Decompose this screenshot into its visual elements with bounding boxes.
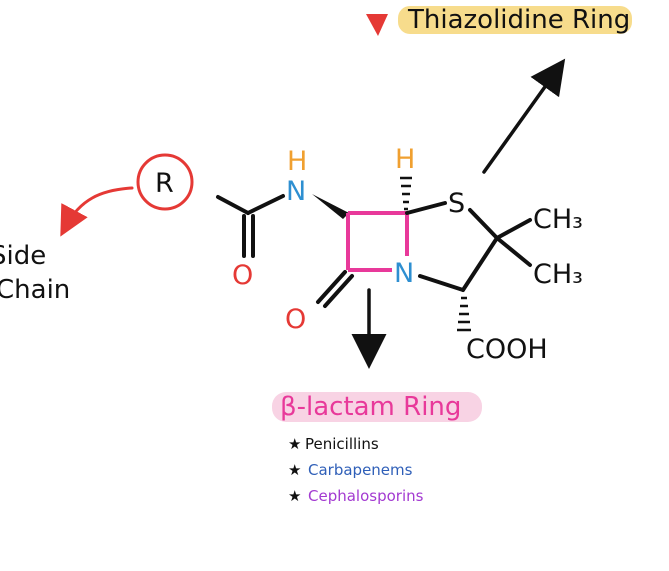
list-item-cephalosporins: Cephalosporins [308,487,424,505]
methyl-2: CH₃ [533,259,583,290]
hashed-bond-cooh [457,296,471,332]
list-item-penicillins: Penicillins [305,435,379,453]
list-item-carbapenems: Carbapenems [308,461,413,479]
thiazolidine-arrow [482,58,566,174]
side-chain-label-line1: Side [0,241,46,271]
amide-oxygen: O [232,260,253,291]
thiazolidine-ring-label: Thiazolidine Ring [407,5,630,35]
side-chain-label-line2: Chain [0,275,70,305]
bond-c-ch3-1 [495,218,532,240]
side-chain-arrow [60,186,134,237]
amide-hydrogen: H [287,146,307,177]
bond-c-c [461,236,499,292]
r-group-circle [136,153,194,211]
bond-c-s [405,201,447,215]
wedge-bond [312,194,349,219]
ring-hydrogen: H [395,144,415,175]
ring-nitrogen: N [394,258,414,289]
hashed-bond-h [400,176,412,211]
beta-lactam-ring-label: β-lactam Ring [280,392,461,422]
bond-s-c [468,208,499,240]
bond-c-ch3-2 [495,236,532,267]
sulfur-atom: S [448,188,465,219]
bond-r-c [216,195,250,215]
r-group-label: R [155,168,174,199]
thiazolidine-highlight [398,6,632,34]
carboxyl-group: COOH [466,334,548,365]
beta-lactam-highlight [272,392,482,422]
bullet-1: ★ [288,435,301,453]
bullet-3: ★ [288,487,301,505]
amide-nitrogen: N [286,176,306,207]
bond-c-n-ring [418,274,465,292]
bullet-2: ★ [288,461,301,479]
lactam-carbonyl-1 [316,270,347,304]
bond-c-n [246,194,285,215]
methyl-1: CH₃ [533,204,583,235]
lactam-carbonyl-2 [323,274,354,308]
lactam-oxygen: O [285,304,306,335]
red-triangle-icon [366,14,388,36]
